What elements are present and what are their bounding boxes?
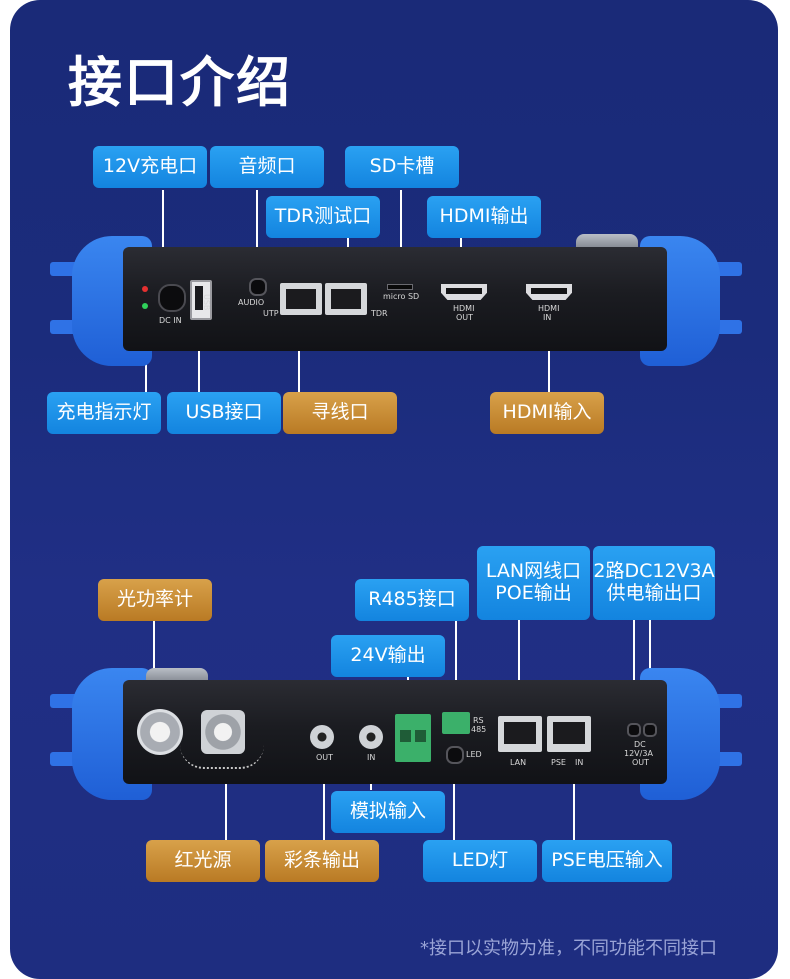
label-charge-indicator: 充电指示灯	[47, 392, 161, 434]
dc-in-text: DC IN	[159, 316, 182, 325]
hdmi-out-text-2: OUT	[456, 313, 474, 322]
terminal-rs485	[442, 712, 470, 734]
hdmi-out-text-1: HDMI	[453, 304, 475, 313]
bnc-out-text: OUT	[316, 753, 334, 762]
dc-text: DC	[634, 740, 646, 749]
charge-led-green	[142, 303, 148, 309]
footnote: *接口以实物为准，不同功能不同接口	[420, 938, 717, 959]
hdmi-in-hole	[531, 288, 567, 294]
label-24v-output: 24V输出	[331, 635, 445, 677]
leader-line	[256, 190, 258, 280]
optical-power-connector	[137, 709, 183, 755]
bnc-out	[310, 725, 334, 749]
leader-line	[548, 308, 550, 394]
leader-line	[518, 620, 520, 720]
leader-line	[573, 764, 575, 840]
label-lan-poe-line1: LAN网线口	[485, 560, 582, 583]
usb-tongue	[195, 286, 203, 310]
bnc-in	[359, 725, 383, 749]
label-sd-slot: SD卡槽	[345, 146, 459, 188]
leader-line	[225, 782, 227, 840]
leader-line	[455, 620, 457, 716]
dc-out-jack-2	[643, 723, 657, 737]
utp-rj45-hole	[286, 289, 316, 309]
leader-line	[453, 764, 455, 840]
label-lan-poe: LAN网线口 POE输出	[477, 546, 590, 620]
rs485-text: 485	[471, 725, 487, 734]
audio-jack	[249, 278, 267, 296]
label-line-finder: 寻线口	[283, 392, 397, 434]
led-light	[446, 746, 464, 764]
label-hdmi-out: HDMI输出	[427, 196, 541, 238]
label-dc-output-line1: 2路DC12V3A	[593, 560, 715, 583]
rs-text: RS	[473, 716, 484, 725]
label-audio-port: 音频口	[210, 146, 324, 188]
terminal-24v-hole	[400, 730, 411, 742]
charge-led-red	[142, 286, 148, 292]
dc-out-jack-1	[627, 723, 641, 737]
label-optical-power: 光功率计	[98, 579, 212, 621]
pse-text: PSE	[551, 758, 566, 767]
leader-line	[298, 316, 300, 394]
pse-in-text: IN	[575, 758, 584, 767]
sd-slot	[387, 284, 413, 290]
leader-line	[198, 312, 200, 394]
top-device-body	[123, 247, 667, 351]
label-usb-port: USB接口	[167, 392, 281, 434]
label-dc-output: 2路DC12V3A 供电输出口	[593, 546, 715, 620]
leader-line	[633, 620, 635, 720]
label-dc-output-line2: 供电输出口	[606, 582, 702, 604]
leader-line	[400, 190, 402, 286]
label-tdr-port: TDR测试口	[266, 196, 380, 238]
label-pse-input: PSE电压输入	[542, 840, 672, 882]
bnc-in-text: IN	[367, 753, 376, 762]
dc-out-text: OUT	[632, 758, 650, 767]
page-title: 接口介绍	[68, 51, 292, 114]
lan-rj45-hole	[504, 722, 536, 744]
knob	[576, 234, 638, 250]
leader-line	[162, 190, 164, 290]
terminal-24v-hole	[415, 730, 426, 742]
interface-intro-card: 接口介绍 DC IN USB AUDIO UTP TDR micro SD HD…	[10, 0, 778, 979]
leader-line	[153, 620, 155, 706]
pse-rj45-hole	[553, 722, 585, 744]
lan-text: LAN	[510, 758, 527, 767]
led-text: LED	[466, 750, 482, 759]
label-rs485-port: R485接口	[355, 579, 469, 621]
dust-cap-chain	[180, 745, 264, 769]
usb-text: USB	[202, 294, 211, 311]
hdmi-in-text-2: IN	[543, 313, 552, 322]
leader-line	[323, 760, 325, 840]
label-led-light: LED灯	[423, 840, 537, 882]
label-analog-input: 模拟输入	[331, 791, 445, 833]
tdr-text: TDR	[371, 309, 388, 318]
hdmi-out-hole	[446, 288, 482, 294]
label-hdmi-in: HDMI输入	[490, 392, 604, 434]
audio-text: AUDIO	[238, 298, 265, 307]
label-color-bar: 彩条输出	[265, 840, 379, 882]
dc-in-jack	[158, 284, 186, 312]
label-12v-charge-port: 12V充电口	[93, 146, 207, 188]
dc-rating-text: 12V/3A	[624, 749, 653, 758]
hdmi-in-text-1: HDMI	[538, 304, 560, 313]
label-lan-poe-line2: POE输出	[495, 582, 572, 604]
label-red-light: 红光源	[146, 840, 260, 882]
micro-sd-text: micro SD	[383, 292, 420, 301]
utp-text: UTP	[263, 309, 279, 318]
tdr-rj45-hole	[331, 289, 361, 309]
